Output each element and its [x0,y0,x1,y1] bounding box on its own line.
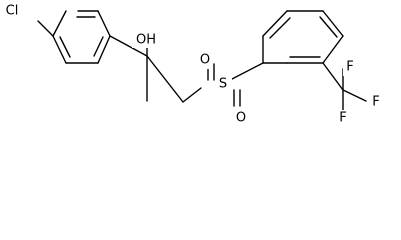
f-right-label: F [372,95,379,110]
atom-cl: Cl [0,2,25,19]
atom-oh: OH [132,33,160,48]
bond-ring-cl [37,20,54,37]
oh-label: OH [136,33,156,48]
chlorophenyl-ring [52,10,111,64]
bond-sulfur-ring [231,62,264,80]
o-top-label: O [200,53,210,68]
trifluoromethylphenyl-ring [262,10,344,64]
bond-carbon-ch2 [146,55,184,103]
chemical-structure-diagram: Cl OH S O O F F F [0,2,383,127]
bond-ring-cf3-carbon [322,62,344,91]
bond-ch2-sulfur [182,87,202,103]
f-bottom-label: F [339,111,346,126]
atom-o-bottom: O [233,110,249,127]
atom-f-top: F [343,59,357,76]
f-top-label: F [346,60,353,75]
s-label: S [219,77,227,92]
atom-f-right: F [369,94,383,111]
o-bottom-label: O [236,111,246,126]
bond-cf3-f-right [342,89,367,102]
bond-ring-quaternary-carbon [109,35,148,57]
atom-o-top: O [197,52,213,69]
atom-s: S [215,75,232,93]
atom-f-bottom: F [336,110,350,127]
cl-label: Cl [6,4,19,19]
